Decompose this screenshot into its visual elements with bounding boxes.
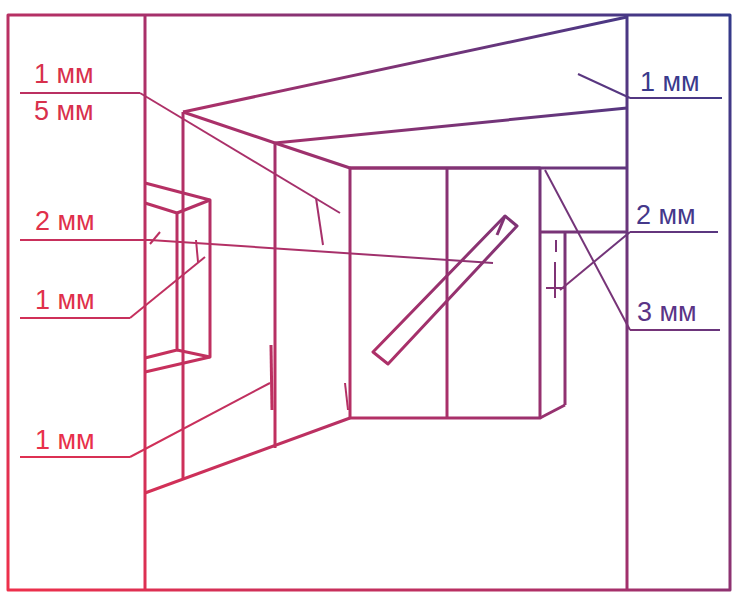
dimension-label: 1 мм: [32, 59, 96, 89]
room-lines: [8, 15, 730, 590]
dimension-label: 1 мм: [33, 285, 97, 315]
dimension-label: 2 мм: [33, 206, 97, 236]
dimension-label: 1 мм: [638, 67, 702, 97]
dimension-label: 3 мм: [635, 297, 699, 327]
leader-lines: [20, 74, 722, 457]
dimension-label: 5 мм: [32, 96, 96, 126]
dimension-label: 2 мм: [634, 200, 698, 230]
dimension-label: 1 мм: [33, 425, 97, 455]
